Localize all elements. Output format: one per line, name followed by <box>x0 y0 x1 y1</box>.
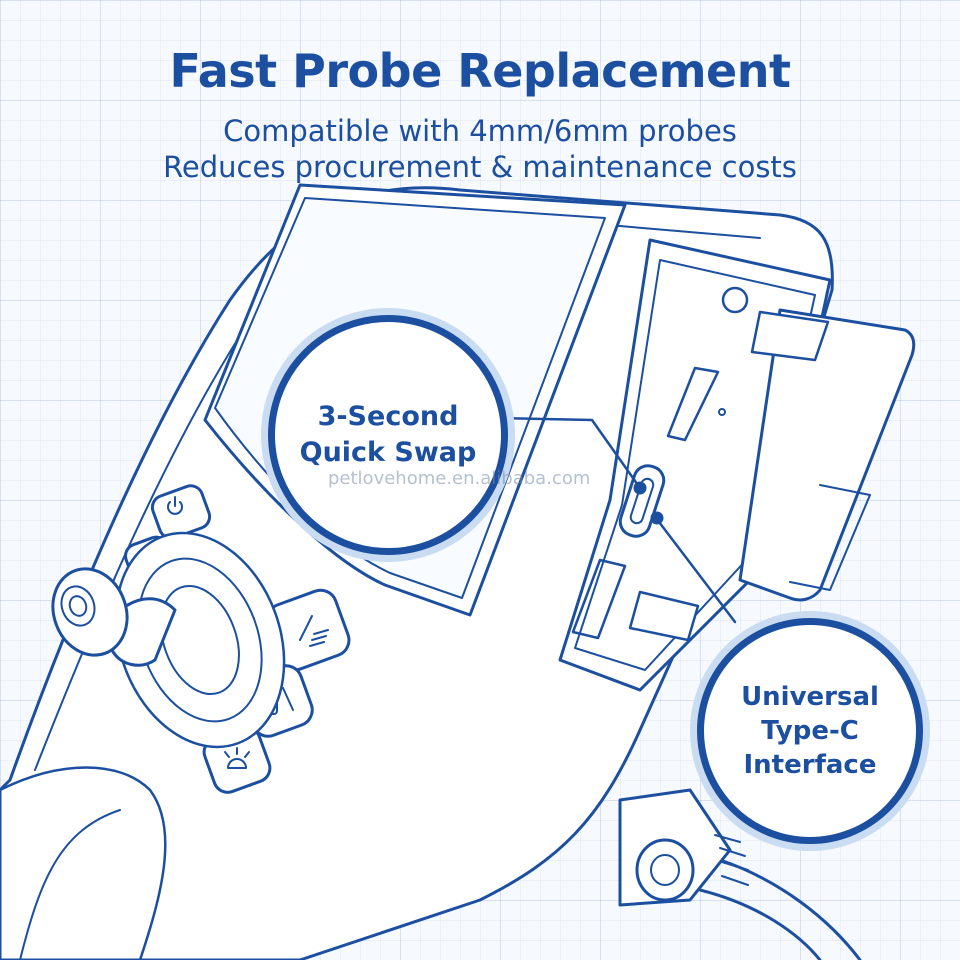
type-c-line-2: Type-C <box>761 716 859 746</box>
quick-swap-line-1: 3-Second <box>317 401 459 432</box>
type-c-port <box>618 464 666 538</box>
subtitle-line-2: Reduces procurement & maintenance costs <box>163 150 797 184</box>
probe-holder <box>738 308 916 602</box>
sd-slot <box>666 366 720 442</box>
type-c-line-3: Interface <box>743 750 877 780</box>
type-c-callout: Universal Type-C Interface <box>697 618 923 844</box>
quick-swap-line-2: Quick Swap <box>299 437 477 468</box>
watermark: petlovehome.en.alibaba.com <box>328 468 591 489</box>
power-button <box>150 484 212 540</box>
type-c-line-1: Universal <box>741 682 879 712</box>
probe-cable <box>718 858 862 960</box>
joystick <box>51 531 286 749</box>
page-title: Fast Probe Replacement <box>169 44 791 98</box>
quick-swap-callout: 3-Second Quick Swap <box>268 315 508 555</box>
subtitle-line-1: Compatible with 4mm/6mm probes <box>223 114 737 148</box>
